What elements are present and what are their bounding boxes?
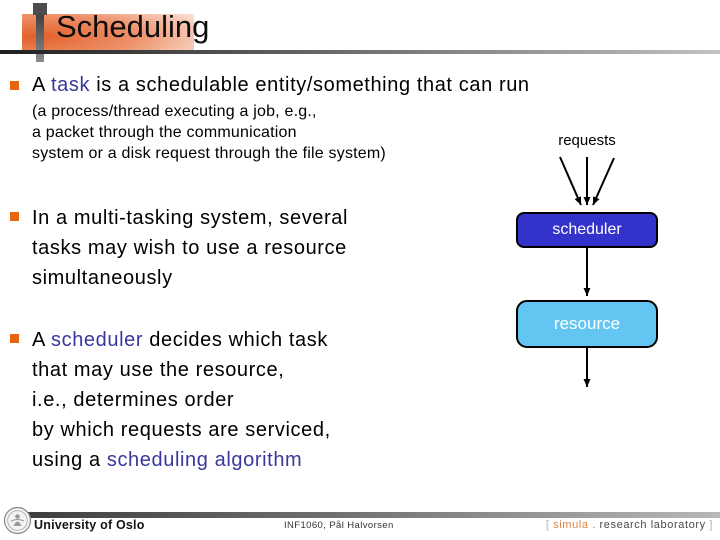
request-arrow-left-icon — [559, 156, 582, 206]
text-line: using a scheduling algorithm — [32, 445, 331, 475]
text-line: simultaneously — [32, 267, 173, 289]
subtext-line: system or a disk request through the fil… — [32, 145, 386, 162]
bullet-3-text: A scheduler decides which task that may … — [32, 325, 331, 475]
keyword-task: task — [51, 74, 91, 96]
subtext-line: (a process/thread executing a job, e.g., — [32, 103, 317, 120]
bullet-1-main: A task is a schedulable entity/something… — [32, 74, 622, 97]
footer-course-credit: INF1060, Pål Halvorsen — [284, 520, 394, 531]
bullet-icon — [10, 212, 19, 221]
bullet-icon — [10, 334, 19, 343]
bullet-1-pre: A — [32, 74, 51, 96]
title-rule — [0, 50, 720, 54]
footer-university-label: University of Oslo — [34, 518, 145, 532]
bullet-icon — [10, 81, 19, 90]
simula-dot: . — [588, 519, 600, 531]
bullet-3-pre: A — [32, 329, 51, 351]
request-arrow-right-icon — [592, 157, 615, 206]
title-vertical-bar — [36, 14, 44, 62]
bullet-3-l5-pre: using a — [32, 449, 107, 471]
text-line: i.e., determines order — [32, 389, 235, 411]
bullet-2-text: In a multi-tasking system, several tasks… — [32, 203, 348, 293]
title-glow-decoration — [22, 14, 194, 52]
text-line: by which requests are serviced, — [32, 419, 331, 441]
simula-brand: simula — [553, 519, 589, 531]
footer-simula-logo: [ simula . research laboratory ] — [546, 519, 713, 531]
bullet-3-post: decides which task — [143, 329, 328, 351]
resource-box: resource — [516, 300, 658, 348]
page-title: Scheduling — [56, 9, 210, 44]
text-line: In a multi-tasking system, several — [32, 207, 349, 229]
requests-label: requests — [558, 132, 616, 149]
keyword-scheduler: scheduler — [51, 329, 144, 351]
footer-gradient-bar — [27, 512, 720, 518]
uio-seal-icon — [3, 506, 32, 535]
resource-box-label: resource — [553, 314, 621, 333]
simula-lab-name: research laboratory — [599, 519, 706, 531]
subtext-line: a packet through the communication — [32, 124, 297, 141]
simula-bracket-open: [ — [545, 519, 554, 531]
scheduler-box: scheduler — [516, 212, 658, 248]
diagram-arrows — [559, 156, 615, 387]
bullet-1-post: is a schedulable entity/something that c… — [90, 74, 530, 96]
keyword-scheduling-algorithm: scheduling algorithm — [106, 449, 303, 471]
scheduler-box-label: scheduler — [552, 221, 622, 238]
title-square-decoration — [33, 3, 47, 15]
text-line: that may use the resource, — [32, 359, 285, 381]
text-line: tasks may wish to use a resource — [32, 237, 347, 259]
bullet-1-subtext: (a process/thread executing a job, e.g.,… — [32, 101, 386, 164]
text-line: A scheduler decides which task — [32, 325, 331, 355]
simula-bracket-close: ] — [705, 519, 713, 531]
